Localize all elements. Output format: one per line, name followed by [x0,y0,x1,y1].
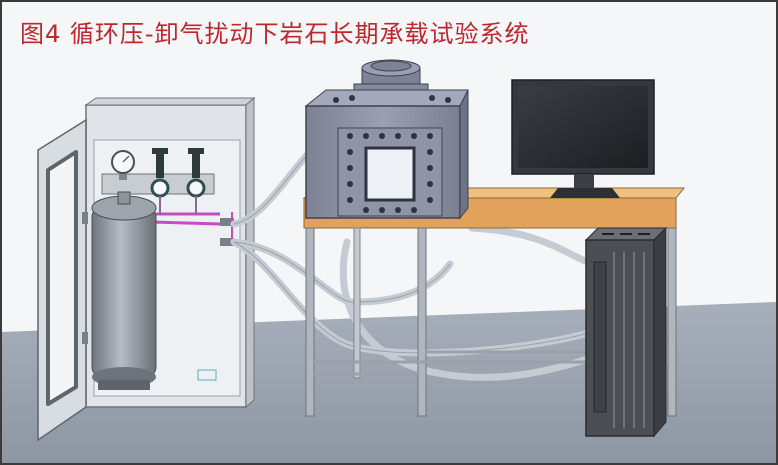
cabinet-floor-plate [197,369,217,381]
pressure-gauge-top [111,150,135,180]
monitor-base [550,188,620,198]
figure-caption: 图4 循环压-卸气扰动下岩石长期承载试验系统 [20,20,530,48]
table-leg-front-mid [417,227,427,417]
chamber-viewing-window [364,146,416,202]
cabinet-door-window [46,150,78,406]
table-leg-front-left [305,227,315,417]
table-leg-back-left [353,227,361,379]
cabinet-valve-2 [220,238,234,246]
door-hinge-top [82,212,88,224]
purple-pipe-lower [151,220,221,226]
regulator-right [188,148,204,178]
table-leg-front-right [667,227,677,417]
monitor-neck [574,174,594,190]
controller-unit [584,226,668,438]
regulator-left [152,148,168,178]
monitor [511,79,655,198]
gas-tank [91,191,157,390]
pressure-chamber [304,59,469,220]
pressure-gauge-right [186,178,206,198]
gas-cabinet [37,96,256,442]
monitor-screen [518,86,648,168]
hose-5 [339,238,598,381]
door-hinge-bottom [82,332,88,344]
pressure-gauge-left [150,178,170,198]
controller-heatsink-fins [613,252,645,428]
hose-4 [468,224,596,268]
chamber-bolts [333,95,451,213]
cabinet-valve-1 [220,218,234,226]
